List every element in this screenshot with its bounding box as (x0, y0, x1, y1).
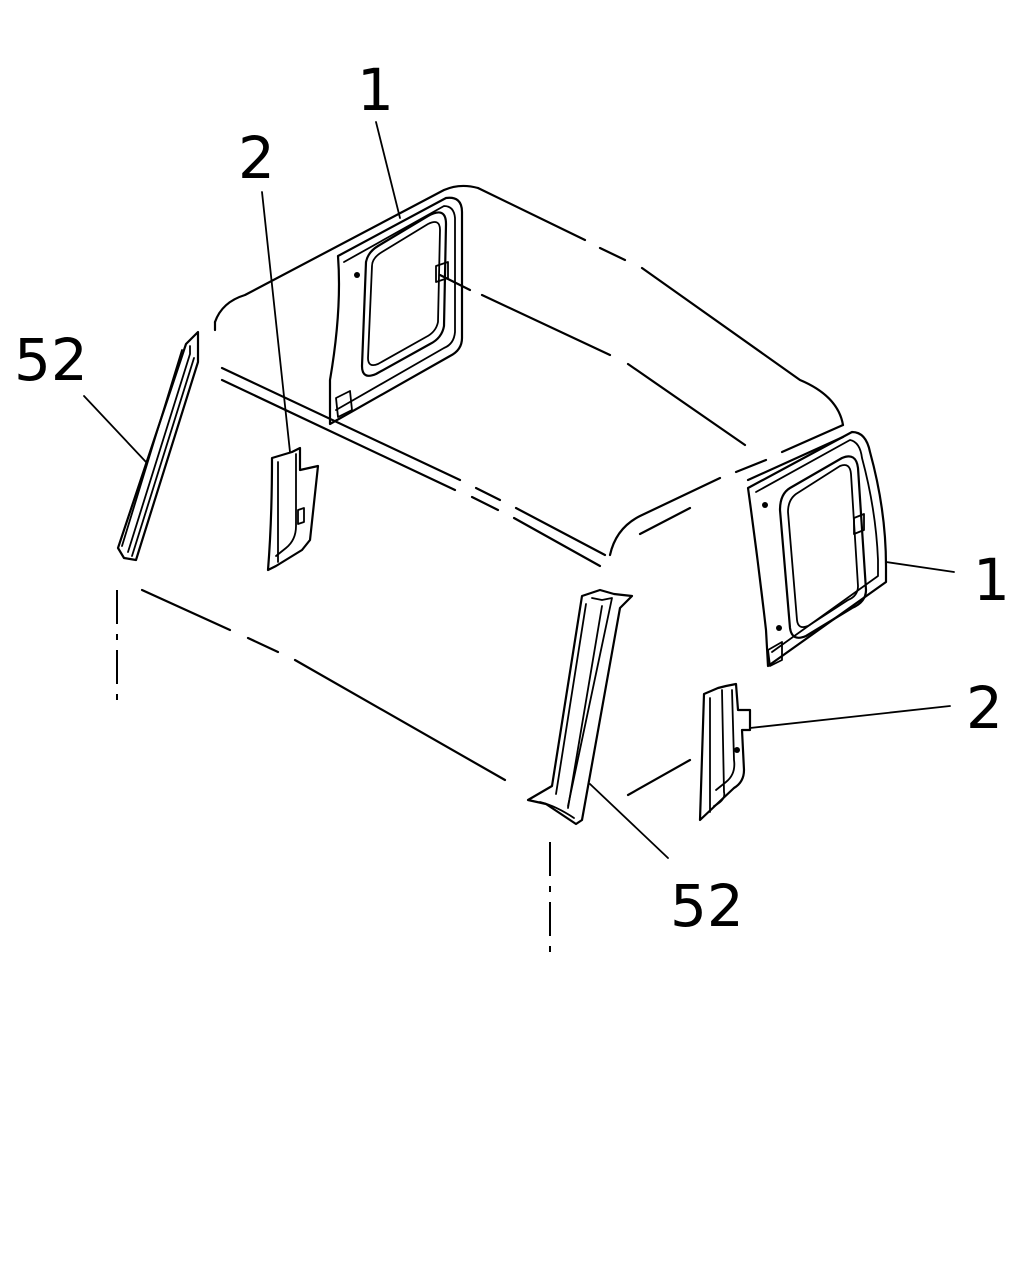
pillar-trim-small-left (266, 446, 320, 572)
callout-1-right: 1 (973, 546, 1010, 614)
roof-outline (116, 184, 845, 958)
pillar-trim-small-right (698, 682, 752, 822)
a-pillar-trim-left (116, 330, 200, 562)
callout-2-right: 2 (966, 674, 1003, 742)
callout-52-bottom: 52 (670, 872, 744, 940)
quarter-trim-top (328, 196, 464, 426)
a-pillar-trim-right (526, 588, 634, 826)
quarter-trim-right (746, 430, 888, 668)
callout-1-top: 1 (357, 56, 394, 124)
leader-lines (83, 121, 955, 859)
callout-2-left: 2 (238, 124, 275, 192)
callout-labels: 1 1 2 2 52 52 (14, 56, 1010, 940)
callout-52-left: 52 (14, 326, 88, 394)
